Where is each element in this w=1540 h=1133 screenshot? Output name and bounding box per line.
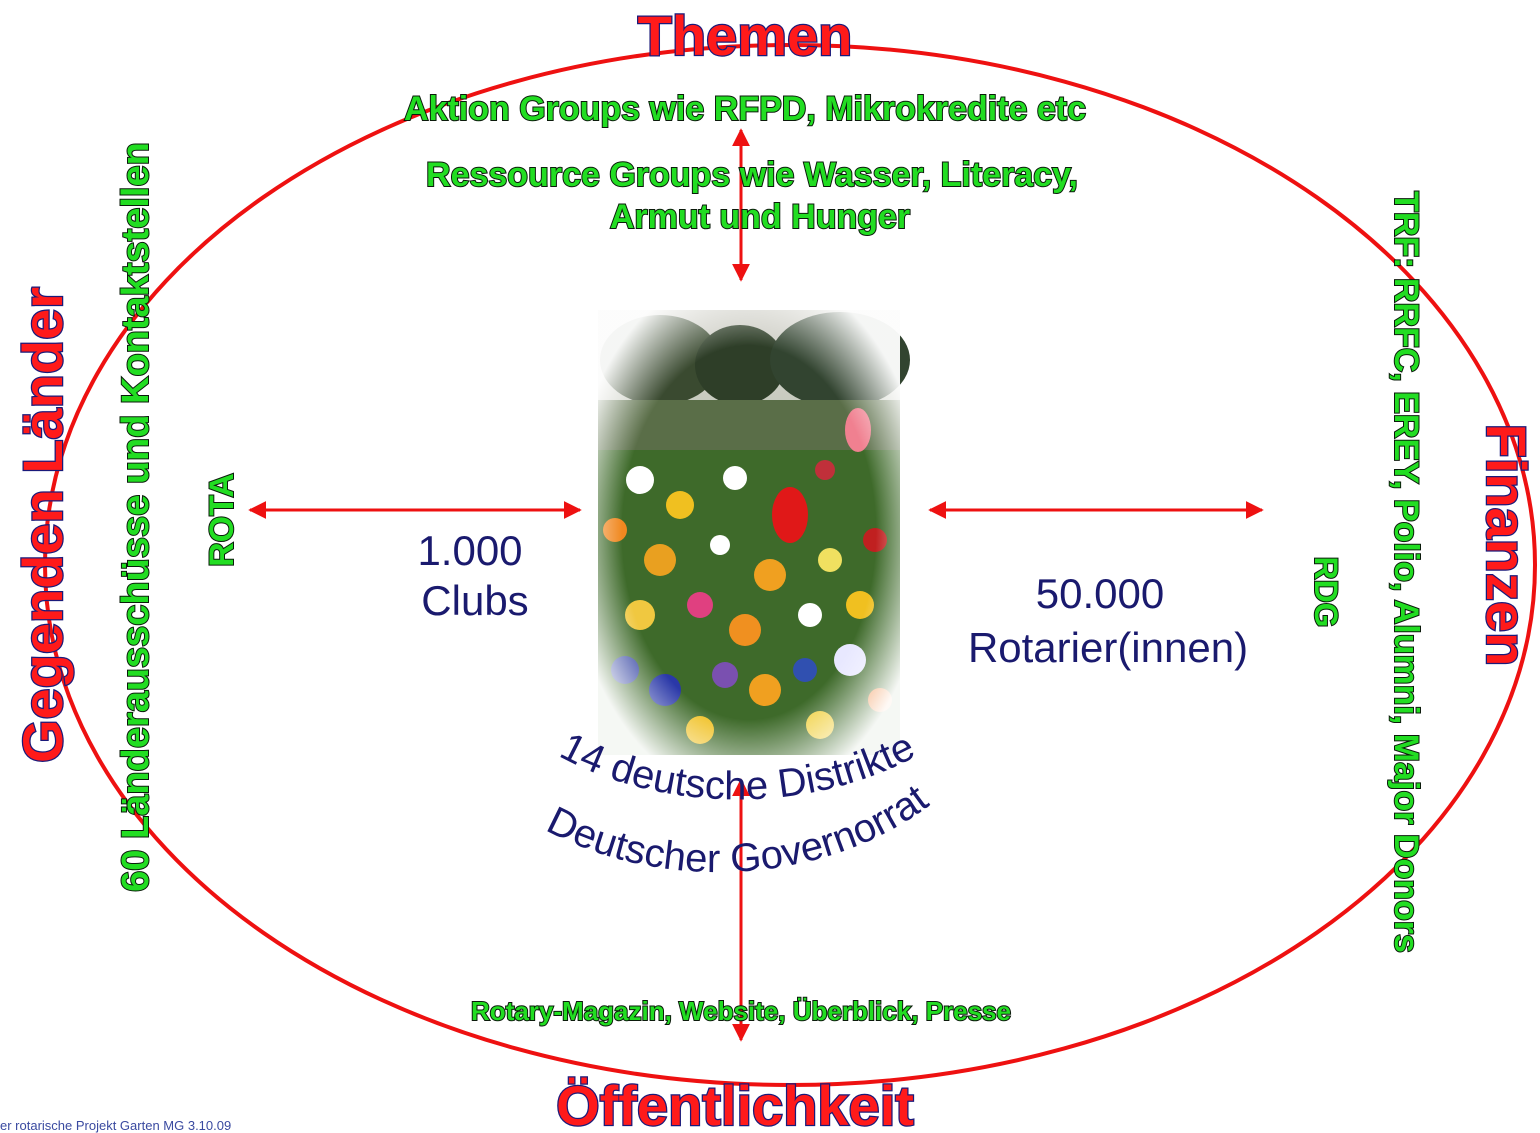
footer-caption: er rotarische Projekt Garten MG 3.10.09 — [0, 1118, 232, 1133]
label-rota: ROTA — [203, 473, 241, 567]
title-finanzen: Finanzen — [1475, 424, 1538, 667]
clubs-count: 1.000 — [417, 527, 522, 574]
garden-photo — [598, 310, 910, 755]
label-rdg: RDG — [1308, 556, 1344, 627]
label-media: Rotary-Magazin, Website, Überblick, Pres… — [471, 996, 1011, 1026]
title-laender: Gegenden Länder — [11, 287, 74, 763]
label-laenderausschuesse: 60 Länderausschüsse und Kontaktstellen — [115, 142, 157, 892]
clubs-label: Clubs — [421, 577, 528, 624]
label-aktion-groups: Aktion Groups wie RFPD, Mikrokredite etc — [404, 90, 1086, 128]
members-count: 50.000 — [1036, 570, 1164, 617]
label-ressource-groups: Ressource Groups wie Wasser, Literacy, — [426, 156, 1078, 194]
title-themen: Themen — [638, 4, 853, 67]
label-trf: TRF: RRFC, EREY, Polio, Alumni, Major Do… — [1387, 191, 1425, 953]
members-label: Rotarier(innen) — [968, 624, 1248, 671]
outer-ellipse — [43, 43, 1537, 1087]
title-oeffentlichkeit: Öffentlichkeit — [556, 1074, 914, 1129]
label-armut-hunger: Armut und Hunger — [610, 198, 910, 236]
